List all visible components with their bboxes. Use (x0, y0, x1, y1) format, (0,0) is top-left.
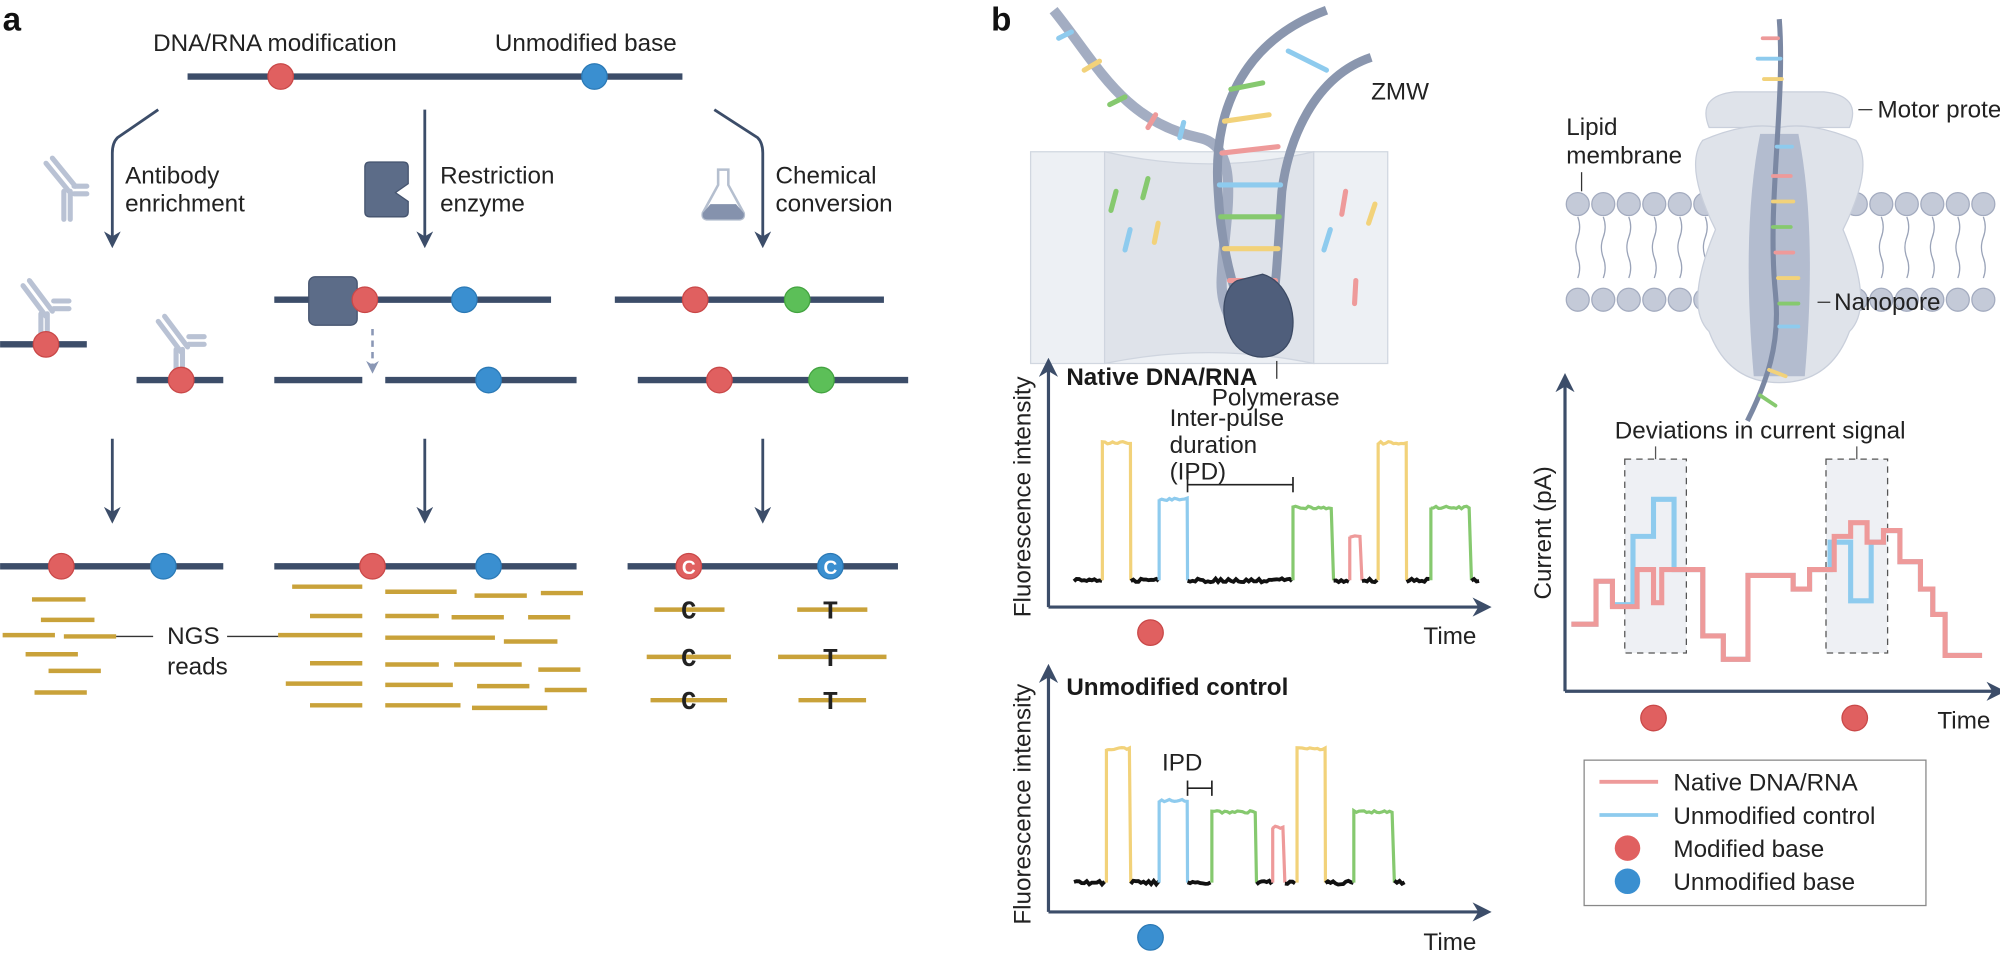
zmw-label: ZMW (1371, 78, 1429, 105)
modified-base-marker (1842, 705, 1868, 731)
read-letter-t-3: T (823, 688, 838, 717)
legend-label: Modified base (1673, 836, 1824, 863)
baseline-segment (1131, 881, 1159, 885)
ipd-annotation-line2: duration (1170, 432, 1258, 459)
ipd-bracket (1188, 781, 1212, 796)
pulse-green (1212, 811, 1257, 883)
chart-title: Native DNA/RNA (1066, 364, 1257, 391)
legend-label: Unmodified control (1673, 803, 1875, 830)
chart-title: Unmodified control (1066, 674, 1288, 701)
read-letter-t-2: T (823, 645, 838, 674)
method-restriction-line1: Restriction (440, 163, 554, 190)
nanopore-illustration (1566, 19, 1995, 421)
chemical-converted-strands (615, 287, 908, 393)
chart-native-dna-rna: Native DNA/RNA Fluorescence intensity Ti… (1010, 364, 1482, 650)
baseline-segment (1325, 881, 1353, 885)
modified-base-marker (1641, 705, 1667, 731)
pulse-green (1354, 811, 1395, 883)
x-axis-label: Time (1423, 929, 1476, 954)
y-axis-label: Fluorescence intensity (1010, 375, 1037, 617)
baseline-segment (1334, 580, 1349, 582)
pulse-yellow (1297, 748, 1325, 883)
baseline-segment (1188, 578, 1293, 582)
method-antibody-line2: enrichment (125, 191, 245, 218)
unmodified-base-label: Unmodified base (495, 30, 677, 57)
read-letter-c-2: C (681, 645, 696, 674)
baseline-segment (1285, 882, 1295, 884)
pulse-red (1350, 536, 1362, 580)
top-dna-strand (188, 64, 683, 90)
pulse-yellow (1378, 442, 1406, 581)
method-chemical-line1: Chemical (776, 163, 877, 190)
ngs-reads (3, 587, 887, 708)
panel-a-label: a (3, 2, 22, 39)
unmodified-base (582, 64, 608, 90)
restriction-cut-fragments (274, 277, 576, 393)
baseline-segment (1256, 881, 1271, 885)
modified-base (268, 64, 294, 90)
pulse-green (1431, 506, 1472, 580)
ipd-annotation-line3: (IPD) (1170, 459, 1227, 486)
baseline-segment (1074, 579, 1102, 581)
chart-current-signal: Current (pA) Time Deviations in current … (1530, 383, 1996, 735)
lipid-label-line1: Lipid (1566, 114, 1617, 141)
converted-base-unmod: C (823, 558, 837, 579)
baseline-segment (1074, 881, 1105, 884)
legend: Native DNA/RNA Unmodified controlModified… (1584, 760, 1926, 905)
antibody-icon (46, 158, 87, 219)
lipid-label-line2: membrane (1566, 142, 1682, 169)
read-letter-t-1: T (823, 598, 838, 627)
ngs-label-line2: reads (167, 654, 228, 681)
x-axis-label: Time (1937, 707, 1990, 734)
flask-icon (703, 170, 744, 220)
motor-protein-label: Motor protein (1877, 96, 2000, 123)
antibody-bound-fragments (0, 281, 223, 393)
modified-base-markers (1641, 705, 1868, 731)
method-restriction-line2: enzyme (440, 191, 525, 218)
panel-b-label: b (991, 2, 1011, 39)
pulse-red (1273, 826, 1285, 882)
sequenced-strands (0, 554, 898, 580)
method-antibody-line1: Antibody (125, 163, 220, 190)
deviation-annotation: Deviations in current signal (1615, 418, 1906, 445)
baseline-segment (1362, 579, 1377, 582)
baseline-segment (1131, 579, 1159, 582)
legend-swatch (1615, 869, 1641, 895)
baseline-segment (1394, 881, 1404, 884)
unmodified-base-marker (1138, 925, 1164, 951)
pulse-yellow (1106, 748, 1130, 883)
read-letter-c-1: C (681, 598, 696, 627)
baseline-segment (1471, 579, 1479, 581)
method-chemical-line2: conversion (776, 191, 893, 218)
baseline-segment (1188, 882, 1211, 884)
pulse-green (1293, 506, 1334, 580)
nanopore-label: Nanopore (1834, 289, 1940, 316)
modification-label: DNA/RNA modification (153, 30, 397, 57)
y-axis-label: Fluorescence intensity (1010, 683, 1037, 925)
read-letter-c-3: C (681, 688, 696, 717)
ipd-annotation-line1: Inter-pulse (1170, 405, 1284, 432)
restriction-enzyme-icon (365, 162, 408, 217)
chart-unmodified-control: Unmodified control Fluorescence intensit… (1010, 673, 1482, 954)
pulse-trace (1074, 442, 1479, 583)
x-axis-label: Time (1423, 623, 1476, 650)
baseline-segment (1407, 579, 1430, 582)
legend-swatch (1615, 835, 1641, 861)
pulse-blue (1159, 800, 1187, 883)
pulse-trace (1074, 748, 1405, 885)
modified-base-marker (1138, 620, 1164, 646)
y-axis-label: Current (pA) (1530, 466, 1557, 599)
legend-label: Native DNA/RNA (1673, 770, 1858, 797)
ipd-annotation: IPD (1162, 749, 1202, 776)
ngs-label-line1: NGS (167, 623, 219, 650)
zmw-illustration (1031, 10, 1388, 363)
pulse-yellow (1102, 442, 1130, 581)
legend-label: Unmodified base (1673, 869, 1855, 896)
pulse-blue (1159, 498, 1187, 580)
converted-base-mod: C (682, 558, 696, 579)
